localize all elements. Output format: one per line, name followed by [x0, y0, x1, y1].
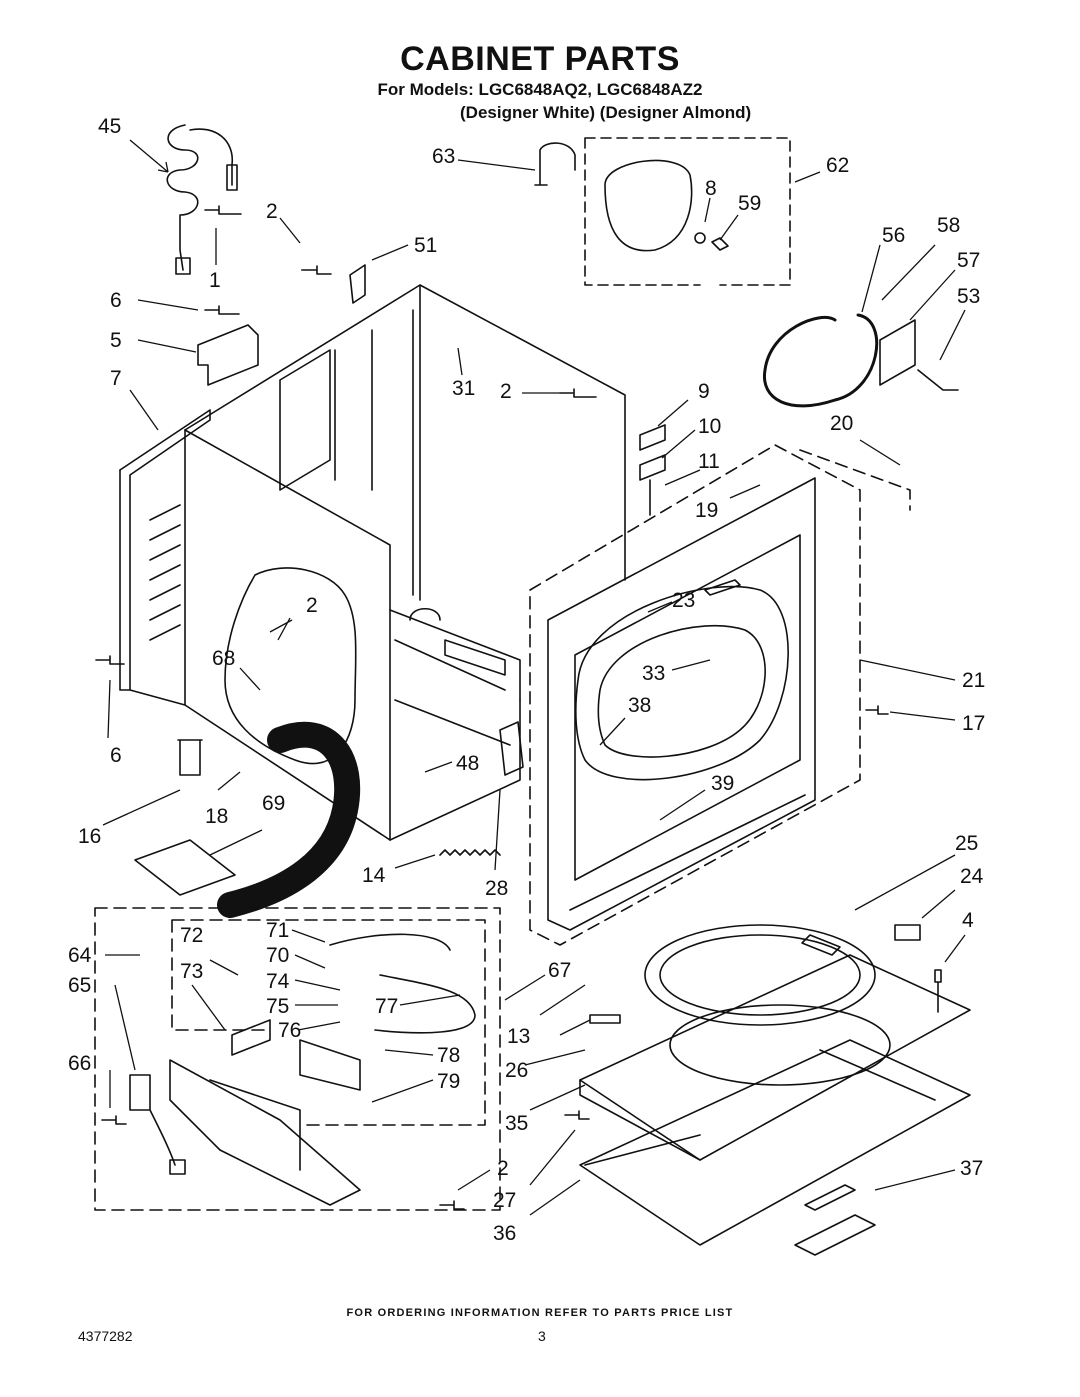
- callout-67: 67: [548, 959, 571, 982]
- hinge-drawing: [499, 721, 524, 776]
- base-drawing: [579, 954, 971, 1256]
- callout-26: 26: [505, 1059, 528, 1082]
- burner-assembly-drawing: [129, 933, 476, 1206]
- callout-labels: 45 2 51 1 6 5 7 63 8 59 62 56 58 57 53 3…: [68, 115, 985, 1245]
- callout-79: 79: [437, 1070, 460, 1093]
- callout-64: 64: [68, 944, 92, 967]
- front-panel-drawing: [547, 477, 816, 931]
- callout-24: 24: [960, 865, 984, 888]
- callout-6: 6: [110, 289, 122, 312]
- callout-7: 7: [110, 367, 122, 390]
- belt-drawing: [762, 313, 879, 408]
- callout-10: 10: [698, 415, 721, 438]
- cabinet-drawing: [119, 284, 626, 841]
- callout-74: 74: [266, 970, 290, 993]
- leader-lines: [102, 139, 966, 1216]
- front-panel-outline: [529, 444, 911, 946]
- motor-drawing: [534, 142, 729, 252]
- callout-78: 78: [437, 1044, 460, 1067]
- bracket-51-drawing: [349, 264, 366, 304]
- callout-56: 56: [882, 224, 905, 247]
- plug-4-drawing: [934, 969, 942, 1013]
- callout-27: 27: [493, 1189, 516, 1212]
- callout-45: 45: [98, 115, 121, 138]
- callout-59: 59: [738, 192, 761, 215]
- callout-2c: 2: [306, 594, 318, 617]
- motor-assembly-drawing: [584, 137, 791, 286]
- callout-70: 70: [266, 944, 289, 967]
- models-line: For Models: LGC6848AQ2, LGC6848AZ2: [377, 80, 703, 99]
- callout-35: 35: [505, 1112, 528, 1135]
- callout-69: 69: [262, 792, 285, 815]
- callout-19: 19: [695, 499, 718, 522]
- callout-1: 1: [209, 269, 221, 292]
- callout-39: 39: [711, 772, 734, 795]
- callout-23: 23: [672, 589, 695, 612]
- spring-drawing: [439, 849, 501, 856]
- callout-68: 68: [212, 647, 235, 670]
- callout-17: 17: [962, 712, 985, 735]
- leveling-leg-drawing: [177, 739, 203, 776]
- callout-73: 73: [180, 960, 203, 983]
- callout-38: 38: [628, 694, 651, 717]
- callout-76: 76: [278, 1019, 301, 1042]
- callout-48: 48: [456, 752, 479, 775]
- ordering-note: FOR ORDERING INFORMATION REFER TO PARTS …: [346, 1307, 734, 1319]
- callout-65: 65: [68, 974, 91, 997]
- callout-58: 58: [937, 214, 960, 237]
- callout-31: 31: [452, 377, 475, 400]
- callout-71: 71: [266, 919, 289, 942]
- variants-line: (Designer White) (Designer Almond): [460, 103, 752, 122]
- callout-8: 8: [705, 177, 717, 200]
- callout-75: 75: [266, 995, 289, 1018]
- callout-14: 14: [362, 864, 386, 887]
- callout-9: 9: [698, 380, 710, 403]
- callout-28: 28: [485, 877, 508, 900]
- power-cord-drawing: [166, 124, 238, 275]
- callout-11: 11: [698, 450, 720, 473]
- callout-20: 20: [830, 412, 853, 435]
- bracket-5-drawing: [197, 324, 259, 386]
- callout-53: 53: [957, 285, 980, 308]
- burner-assembly-outline: [94, 907, 501, 1211]
- drum-seal-drawing: [644, 924, 876, 1026]
- callout-6b: 6: [110, 744, 122, 767]
- idler-bracket-drawing: [879, 319, 959, 391]
- vent-bracket-drawing: [894, 924, 921, 941]
- callout-62: 62: [826, 154, 849, 177]
- callout-21: 21: [962, 669, 985, 692]
- callout-2: 2: [266, 200, 278, 223]
- page-title: CABINET PARTS: [400, 40, 680, 78]
- callout-2b: 2: [500, 380, 512, 403]
- callout-77: 77: [375, 995, 398, 1018]
- door-switch-drawing: [639, 424, 666, 516]
- callout-36: 36: [493, 1222, 516, 1245]
- mount-plate-drawing: [134, 839, 236, 896]
- callout-16: 16: [78, 825, 101, 848]
- callout-18: 18: [205, 805, 228, 828]
- callout-72: 72: [180, 924, 203, 947]
- callout-66: 66: [68, 1052, 91, 1075]
- callout-2d: 2: [497, 1157, 509, 1180]
- callout-63: 63: [432, 145, 455, 168]
- screw-parts: [95, 205, 889, 1210]
- callout-37: 37: [960, 1157, 983, 1180]
- callout-13: 13: [507, 1025, 530, 1048]
- exhaust-duct-drawing: [217, 721, 361, 918]
- callout-33: 33: [642, 662, 665, 685]
- page-number: 3: [538, 1328, 546, 1344]
- callout-57: 57: [957, 249, 980, 272]
- callout-25: 25: [955, 832, 978, 855]
- document-number: 4377282: [78, 1328, 133, 1344]
- callout-51: 51: [414, 234, 437, 257]
- callout-4: 4: [962, 909, 974, 932]
- callout-5: 5: [110, 329, 122, 352]
